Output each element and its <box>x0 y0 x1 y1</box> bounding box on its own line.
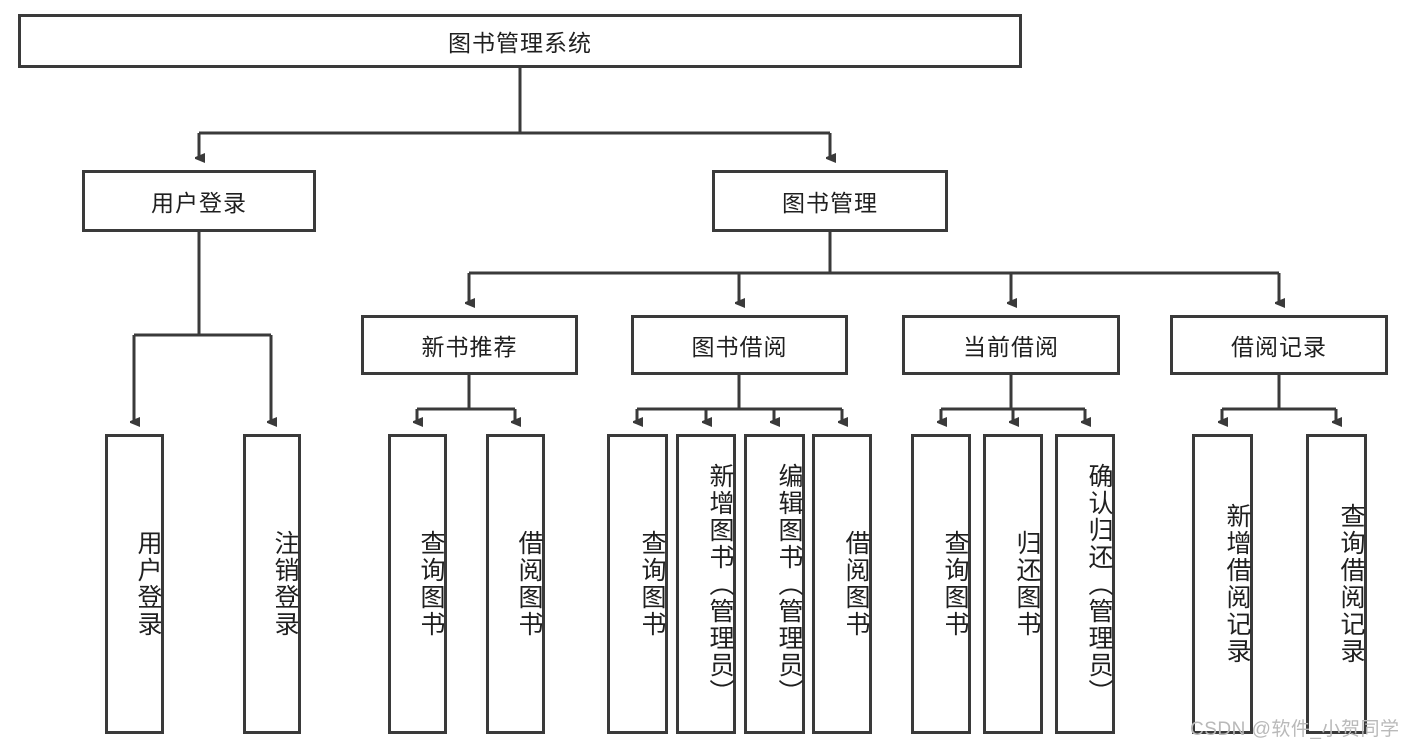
node-label: 查询借阅记录 <box>1337 503 1365 665</box>
node-leaf-query-book-2[interactable]: 查询图书 <box>607 434 668 734</box>
node-leaf-add-book-admin[interactable]: 新增图书（管理员） <box>676 434 736 734</box>
node-label: 用户登录 <box>134 530 162 638</box>
node-book-borrow[interactable]: 图书借阅 <box>631 315 848 375</box>
node-label: 查询图书 <box>638 530 666 638</box>
node-label: 归还图书 <box>1013 530 1041 638</box>
node-user-login[interactable]: 用户登录 <box>82 170 316 232</box>
node-leaf-query-book-3[interactable]: 查询图书 <box>911 434 971 734</box>
node-label: 编辑图书（管理员） <box>775 462 803 706</box>
node-leaf-query-borrow-record[interactable]: 查询借阅记录 <box>1306 434 1367 734</box>
node-label: 新增借阅记录 <box>1223 503 1251 665</box>
node-leaf-confirm-return-admin[interactable]: 确认归还（管理员） <box>1055 434 1115 734</box>
node-leaf-query-book-1[interactable]: 查询图书 <box>388 434 447 734</box>
node-leaf-borrow-book-1[interactable]: 借阅图书 <box>486 434 545 734</box>
node-leaf-logout-login[interactable]: 注销登录 <box>243 434 301 734</box>
node-label: 借阅图书 <box>515 530 543 638</box>
node-borrow-record[interactable]: 借阅记录 <box>1170 315 1388 375</box>
node-label: 查询图书 <box>417 530 445 638</box>
node-label: 查询图书 <box>941 530 969 638</box>
node-label: 借阅记录 <box>1231 334 1327 360</box>
node-new-book-recommend[interactable]: 新书推荐 <box>361 315 578 375</box>
watermark-text: CSDN @软件_小贺同学 <box>1190 719 1400 740</box>
node-book-management[interactable]: 图书管理 <box>712 170 948 232</box>
node-label: 确认归还（管理员） <box>1085 462 1113 706</box>
node-label: 图书借阅 <box>691 334 788 360</box>
node-label: 图书管理 <box>782 190 878 216</box>
node-label: 当前借阅 <box>963 334 1059 360</box>
node-label: 用户登录 <box>151 190 247 216</box>
node-label: 注销登录 <box>271 530 299 638</box>
node-leaf-edit-book-admin[interactable]: 编辑图书（管理员） <box>744 434 805 734</box>
node-book-management-system[interactable]: 图书管理系统 <box>18 14 1022 68</box>
node-leaf-return-book[interactable]: 归还图书 <box>983 434 1043 734</box>
node-label: 借阅图书 <box>842 530 870 638</box>
node-leaf-user-login[interactable]: 用户登录 <box>105 434 164 734</box>
node-leaf-add-borrow-record[interactable]: 新增借阅记录 <box>1192 434 1253 734</box>
node-label: 新增图书（管理员） <box>706 462 734 706</box>
node-current-borrow[interactable]: 当前借阅 <box>902 315 1120 375</box>
node-label: 新书推荐 <box>421 334 518 360</box>
node-leaf-borrow-book-2[interactable]: 借阅图书 <box>812 434 872 734</box>
node-label: 图书管理系统 <box>448 30 592 56</box>
